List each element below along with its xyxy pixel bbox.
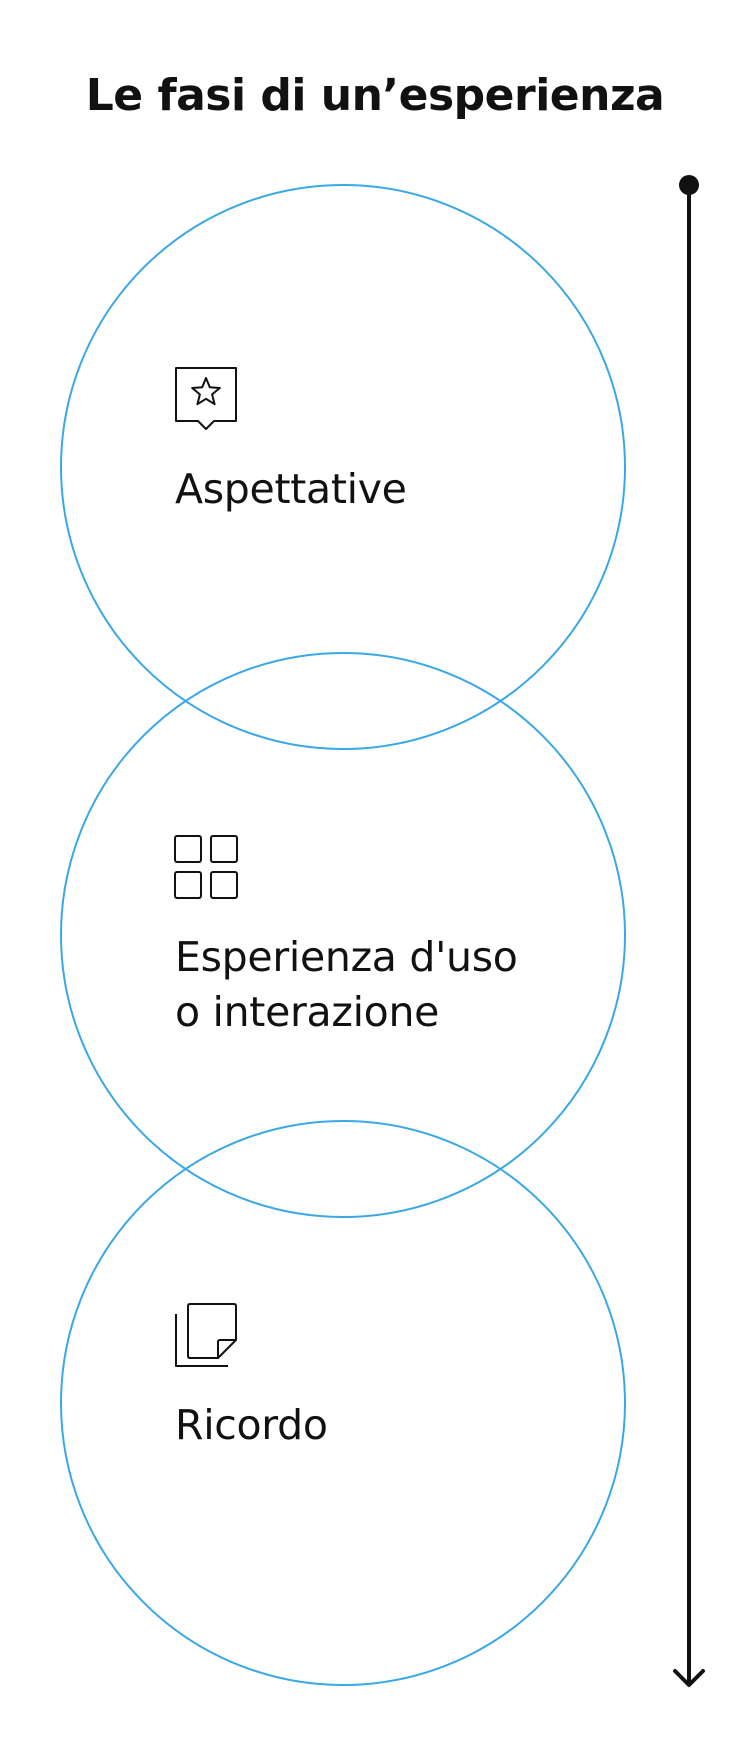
stage-circle-esperienza bbox=[60, 652, 626, 1218]
diagram-title: Le fasi di un’esperienza bbox=[85, 70, 665, 121]
stage-label-ricordo: Ricordo bbox=[175, 1398, 328, 1453]
stage-label-text: Ricordo bbox=[175, 1401, 328, 1449]
stage-label-line-1: Esperienza d'uso bbox=[175, 933, 518, 981]
grid-squares-icon bbox=[173, 834, 239, 904]
timeline-arrow bbox=[673, 175, 705, 1687]
stage-label-text: Aspettative bbox=[175, 465, 407, 513]
stacked-notes-icon bbox=[173, 1302, 239, 1372]
stage-circle-aspettative bbox=[60, 184, 626, 750]
stage-label-aspettative: Aspettative bbox=[175, 462, 407, 517]
timeline-arrowhead bbox=[673, 1669, 705, 1687]
stage-label-line-2: o interazione bbox=[175, 988, 440, 1036]
stage-circle-ricordo bbox=[60, 1120, 626, 1686]
stage-label-esperienza: Esperienza d'uso o interazione bbox=[175, 930, 518, 1040]
star-speech-bubble-icon bbox=[173, 366, 239, 436]
